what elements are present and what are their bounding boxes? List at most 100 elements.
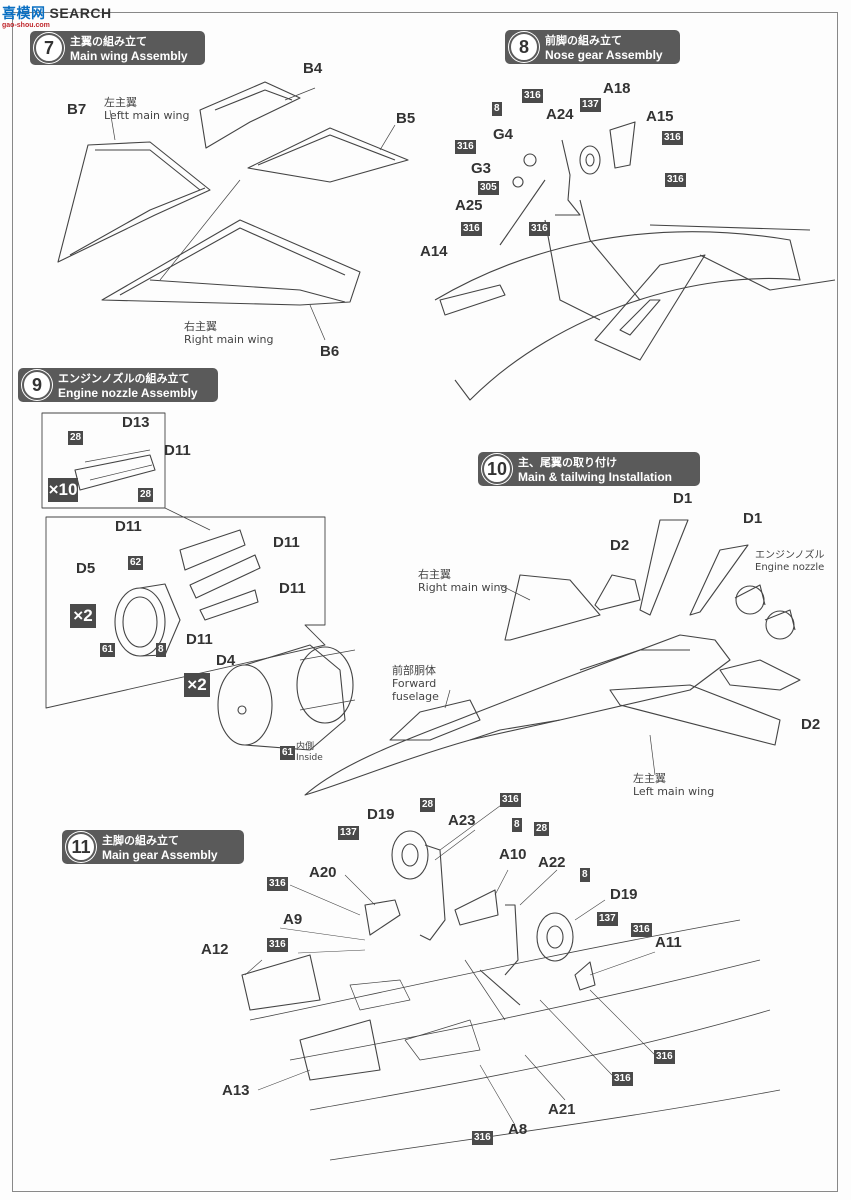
part-label: A13 bbox=[222, 1082, 250, 1099]
step-title-en: Main gear Assembly bbox=[102, 848, 218, 862]
paint-code: 316 bbox=[267, 877, 288, 891]
paint-code: 316 bbox=[665, 173, 686, 187]
part-label: D2 bbox=[610, 537, 630, 554]
paint-code: 8 bbox=[492, 102, 502, 116]
paint-code: 316 bbox=[500, 793, 521, 807]
part-label: A10 bbox=[499, 846, 527, 863]
part-label: D1 bbox=[743, 510, 763, 527]
step-title-jp: 主脚の組み立て bbox=[102, 834, 179, 847]
step-number: 9 bbox=[22, 370, 52, 400]
note-en: Right main wing bbox=[184, 333, 274, 346]
note-jp: 前部胴体 bbox=[392, 664, 436, 677]
note-en: Leftt main wing bbox=[104, 109, 190, 122]
quantity-badge: ×2 bbox=[70, 604, 96, 628]
paint-code: 316 bbox=[267, 938, 288, 952]
paint-code: 316 bbox=[472, 1131, 493, 1145]
watermark-logo: 喜模网 bbox=[2, 5, 46, 21]
part-label: G3 bbox=[471, 160, 492, 177]
note-jp: エンジンノズル bbox=[755, 550, 825, 561]
quantity-badge: ×2 bbox=[184, 673, 210, 697]
part-label: B4 bbox=[303, 60, 323, 77]
note-jp: 左主翼 bbox=[633, 772, 666, 785]
paint-code: 28 bbox=[138, 488, 154, 502]
part-label: D19 bbox=[610, 886, 638, 903]
step10-drawing bbox=[304, 519, 801, 796]
part-label: B6 bbox=[320, 343, 340, 360]
paint-code: 305 bbox=[478, 181, 499, 195]
part-label: G4 bbox=[493, 126, 514, 143]
part-label: A21 bbox=[548, 1101, 576, 1118]
part-label: A12 bbox=[201, 941, 229, 958]
part-label: A20 bbox=[309, 864, 337, 881]
step-number: 10 bbox=[482, 454, 512, 484]
part-label: A22 bbox=[538, 854, 566, 871]
step-title-en: Main wing Assembly bbox=[70, 49, 188, 63]
note-en: Left main wing bbox=[633, 785, 715, 798]
note-jp: 左主翼 bbox=[104, 96, 137, 109]
paint-code: 8 bbox=[156, 643, 166, 657]
step8-drawing bbox=[434, 121, 836, 401]
note-en: Right main wing bbox=[418, 581, 508, 594]
paint-code: 137 bbox=[597, 912, 618, 926]
part-label: A23 bbox=[448, 812, 476, 829]
part-label: D5 bbox=[76, 560, 96, 577]
quantity-badge: ×10 bbox=[48, 478, 78, 502]
paint-code: 61 bbox=[100, 643, 116, 657]
paint-code: 316 bbox=[529, 222, 550, 236]
paint-code: 8 bbox=[512, 818, 522, 832]
note-en: fuselage bbox=[392, 690, 439, 703]
paint-code: 62 bbox=[128, 556, 144, 570]
paint-code: 28 bbox=[420, 798, 436, 812]
part-label: B7 bbox=[67, 101, 87, 118]
part-label: A24 bbox=[546, 106, 574, 123]
part-label: A8 bbox=[508, 1121, 528, 1138]
part-label: D13 bbox=[122, 414, 150, 431]
paint-code: 8 bbox=[580, 868, 590, 882]
step-title-en: Engine nozzle Assembly bbox=[58, 386, 198, 400]
part-label: A14 bbox=[420, 243, 448, 260]
note-en: Inside bbox=[296, 753, 323, 763]
part-label: B5 bbox=[396, 110, 416, 127]
leader-lines bbox=[244, 799, 656, 1126]
part-label: D2 bbox=[801, 716, 821, 733]
part-label: D11 bbox=[273, 534, 300, 551]
watermark-url: gao-shou.com bbox=[2, 22, 50, 29]
step-title-jp: エンジンノズルの組み立て bbox=[58, 372, 190, 385]
paint-code: 316 bbox=[654, 1050, 675, 1064]
step11-drawing bbox=[241, 830, 781, 1161]
note-jp: 右主翼 bbox=[418, 568, 451, 581]
part-label: D11 bbox=[279, 580, 306, 597]
paint-code: 316 bbox=[455, 140, 476, 154]
part-label: D19 bbox=[367, 806, 395, 823]
step-number: 7 bbox=[34, 33, 64, 63]
note-en: Engine nozzle bbox=[755, 562, 825, 573]
part-label: A25 bbox=[455, 197, 483, 214]
step-title-en: Main & tailwing Installation bbox=[518, 470, 673, 484]
watermark-brand: SEARCH bbox=[49, 5, 112, 21]
paint-code: 316 bbox=[461, 222, 482, 236]
part-label: D1 bbox=[673, 490, 693, 507]
part-label: D11 bbox=[164, 442, 191, 459]
part-label: A9 bbox=[283, 911, 303, 928]
paint-code: 316 bbox=[522, 89, 543, 103]
part-label: D11 bbox=[115, 518, 142, 535]
step9-drawing bbox=[41, 412, 356, 751]
step-number: 11 bbox=[66, 832, 96, 862]
part-label: D11 bbox=[186, 631, 213, 648]
paint-code: 137 bbox=[338, 826, 359, 840]
paint-code: 137 bbox=[580, 98, 601, 112]
note-en: Forward bbox=[392, 677, 437, 690]
part-label: A15 bbox=[646, 108, 674, 125]
